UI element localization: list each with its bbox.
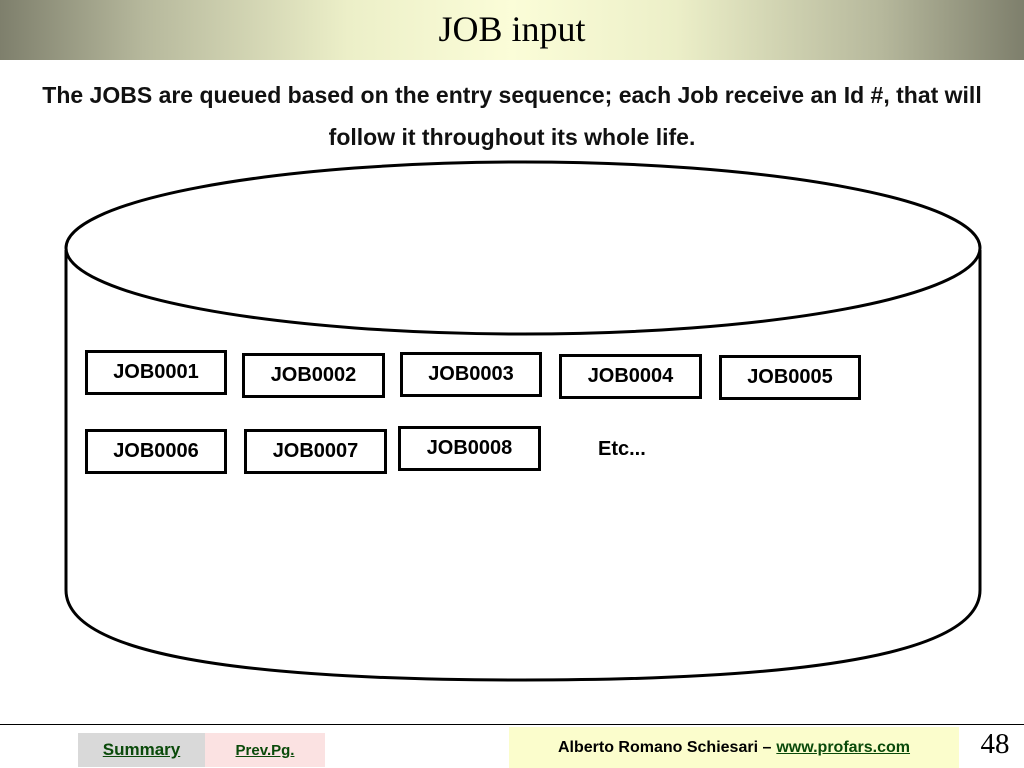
author-credit: Alberto Romano Schiesari – www.profars.c… (509, 727, 959, 768)
slide-title: JOB input (438, 9, 586, 49)
footer-divider (0, 724, 1024, 725)
website-link[interactable]: www.profars.com (776, 738, 911, 756)
cylinder-top (64, 160, 982, 336)
job-box: JOB0004 (559, 354, 702, 399)
title-bar (0, 0, 1024, 60)
job-box: JOB0001 (85, 350, 227, 395)
page-number: 48 (980, 728, 1010, 760)
slide-subtitle: The JOBS are queued based on the entry s… (42, 82, 982, 150)
job-box: JOB0005 (719, 355, 861, 400)
author-name: Alberto Romano Schiesari – (557, 738, 772, 756)
summary-link[interactable]: Summary (78, 733, 205, 767)
prev-page-link[interactable]: Prev.Pg. (205, 733, 325, 767)
job-box: JOB0007 (244, 429, 387, 474)
etc-label: Etc... (598, 438, 646, 460)
job-box: JOB0008 (398, 426, 541, 471)
job-box: JOB0003 (400, 352, 542, 397)
job-box: JOB0006 (85, 429, 227, 474)
job-box: JOB0002 (242, 353, 385, 398)
